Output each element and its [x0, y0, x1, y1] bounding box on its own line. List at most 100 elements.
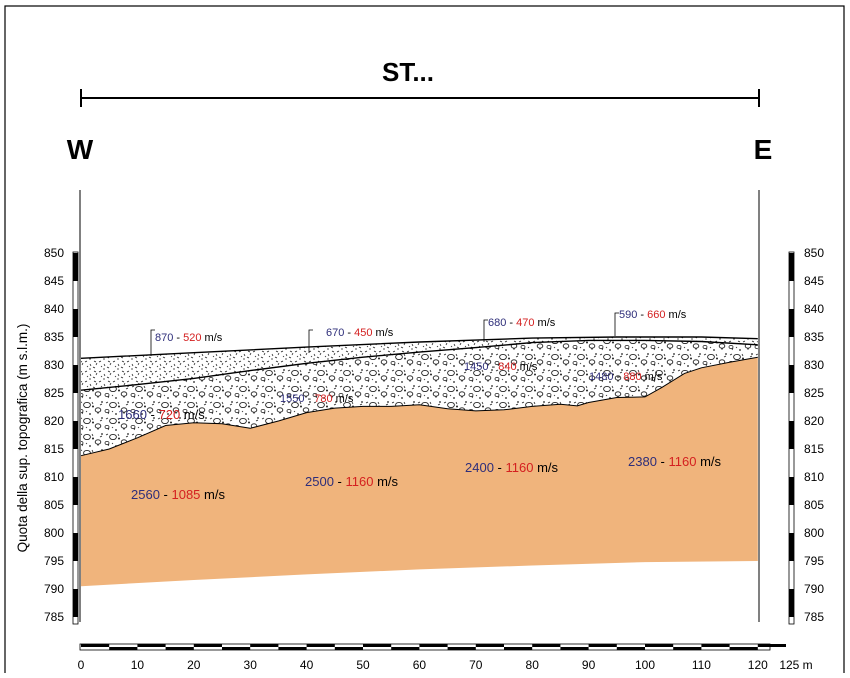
distance-scale-block [645, 644, 674, 647]
distance-scale-block [616, 647, 645, 650]
section-title: ST... [382, 57, 434, 87]
velocity-separator: - [334, 474, 346, 489]
vp-value: 2500 [305, 474, 334, 489]
vp-value: 1660 [118, 407, 147, 422]
distance-scale-block [447, 647, 476, 650]
right-scale-block [789, 365, 794, 393]
velocity-label: 1480 - 880 m/s [589, 371, 663, 383]
distance-scale-block [757, 644, 786, 647]
velocity-label-leader [308, 329, 313, 353]
left-tick-label: 830 [44, 358, 64, 372]
right-scale-block [789, 533, 794, 561]
vs-value: 520 [183, 332, 201, 344]
right-tick-label: 810 [804, 470, 824, 484]
vp-value: 2380 [628, 454, 657, 469]
distance-scale-block [588, 644, 617, 647]
velocity-label: 590 - 660 m/s [619, 309, 687, 321]
right-scale-block [789, 589, 794, 617]
distance-scale-block [391, 647, 420, 650]
distance-scale-block [165, 647, 194, 650]
velocity-unit: m/s [373, 474, 398, 489]
distance-scale-block [334, 647, 363, 650]
distance-tick-label: 90 [582, 658, 596, 672]
left-tick-label: 800 [44, 526, 64, 540]
distance-scale-block [475, 644, 504, 647]
right-tick-label: 850 [804, 246, 824, 260]
velocity-separator: - [173, 332, 183, 344]
right-scale-block [789, 421, 794, 449]
velocity-label: 870 - 520 m/s [155, 332, 223, 344]
velocity-unit: m/s [333, 393, 354, 405]
velocity-separator: - [613, 371, 623, 383]
vp-value: 1480 [589, 371, 613, 383]
vs-value: 780 [314, 393, 332, 405]
velocity-label: 670 - 450 m/s [326, 327, 394, 339]
velocity-unit: m/s [373, 327, 394, 339]
right-tick-label: 820 [804, 414, 824, 428]
distance-scale-block [137, 644, 166, 647]
left-tick-label: 850 [44, 246, 64, 260]
right-tick-label: 830 [804, 358, 824, 372]
left-tick-label: 835 [44, 330, 64, 344]
distance-tick-label: 100 [635, 658, 655, 672]
distance-tick-label: 10 [131, 658, 145, 672]
left-scale-block [73, 589, 78, 617]
distance-tick-label: 20 [187, 658, 201, 672]
left-scale-block [73, 309, 78, 337]
interface-1-line [80, 339, 758, 391]
left-tick-label: 840 [44, 302, 64, 316]
velocity-label: 680 - 470 m/s [488, 317, 556, 329]
distance-tick-label: 60 [413, 658, 427, 672]
vs-value: 880 [623, 371, 641, 383]
right-tick-label: 790 [804, 582, 824, 596]
velocity-label-leader [483, 319, 488, 342]
left-tick-label: 790 [44, 582, 64, 596]
vs-value: 1085 [171, 487, 200, 502]
distance-scale-block [363, 644, 392, 647]
distance-tick-label: 30 [244, 658, 258, 672]
left-scale-block [73, 533, 78, 561]
left-scale-block [73, 421, 78, 449]
distance-scale-block [193, 644, 222, 647]
right-scale-block [789, 253, 794, 281]
left-tick-label: 845 [44, 274, 64, 288]
velocity-unit: m/s [666, 309, 687, 321]
right-tick-label: 815 [804, 442, 824, 456]
distance-scale-block [560, 647, 589, 650]
velocity-label: 2500 - 1160 m/s [305, 474, 399, 489]
direction-west-label: W [67, 134, 94, 165]
right-elevation-scale: 8508458408358308258208158108058007957907… [788, 246, 824, 625]
left-scale-block [73, 365, 78, 393]
velocity-unit: m/s [180, 407, 205, 422]
distance-scale-block [504, 647, 533, 650]
vp-value: 2560 [131, 487, 160, 502]
velocity-separator: - [637, 309, 647, 321]
y-axis-title: Quota della sup. topografica (m s.l.m.) [15, 324, 30, 553]
velocity-label: 2400 - 1160 m/s [465, 460, 559, 475]
velocity-labels: 870 - 520 m/s 670 - 450 m/s 680 - 470 m/s 5… [118, 309, 722, 502]
distance-end-label: 125 m [779, 658, 812, 672]
velocity-unit: m/s [533, 460, 558, 475]
right-tick-labels: 8508458408358308258208158108058007957907… [804, 246, 824, 624]
left-scale-block [73, 477, 78, 505]
distance-tick-label: 110 [692, 658, 711, 672]
vs-value: 450 [354, 327, 372, 339]
vp-value: 670 [326, 327, 344, 339]
distance-scale-block [278, 647, 307, 650]
velocity-label-leader [150, 329, 155, 356]
vp-value: 680 [488, 317, 506, 329]
velocity-unit: m/s [517, 361, 538, 373]
left-elevation-scale: 8508458408358308258208158108058007957907… [44, 246, 79, 625]
distance-scale-block [701, 644, 730, 647]
velocity-separator: - [304, 393, 314, 405]
velocity-label: 1550 - 780 m/s [280, 393, 354, 405]
distance-scale-block [306, 644, 335, 647]
distance-tick-label: 40 [300, 658, 314, 672]
vs-value: 1160 [345, 474, 373, 489]
right-scale-block [789, 477, 794, 505]
velocity-separator: - [657, 454, 669, 469]
left-tick-label: 820 [44, 414, 64, 428]
right-tick-label: 845 [804, 274, 824, 288]
left-tick-label: 805 [44, 498, 64, 512]
